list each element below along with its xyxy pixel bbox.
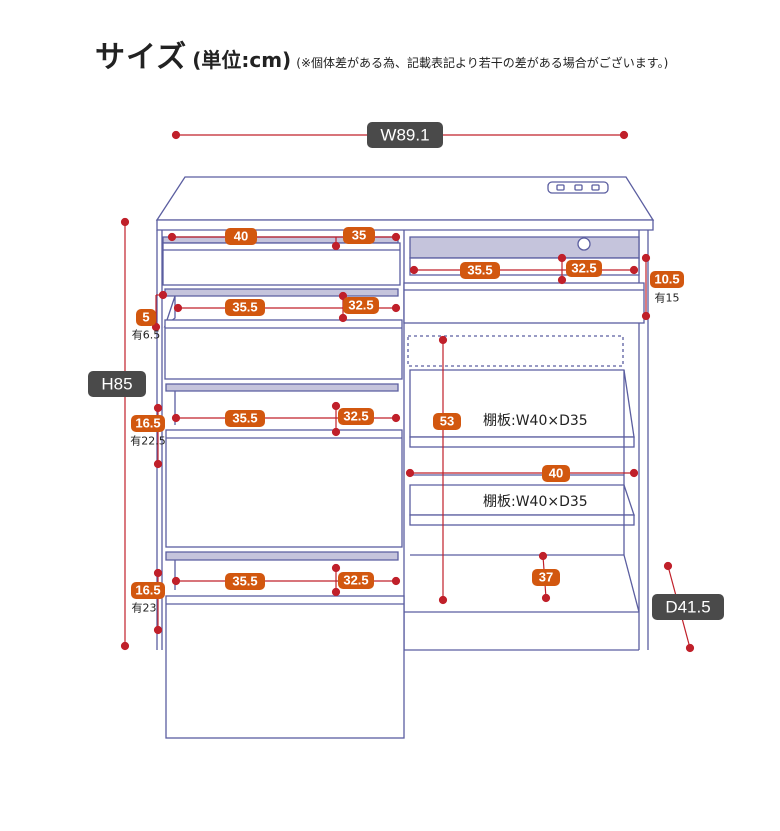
drawer2-depth-label: 32.5 bbox=[348, 298, 373, 313]
orange-dimension-labels: 40 35 35.5 32.5 5 35.5 32.5 16.5 35.5 32… bbox=[131, 227, 684, 599]
drawer3-width-label: 35.5 bbox=[232, 411, 257, 426]
shelf-lower-label: 棚板:W40×D35 bbox=[483, 494, 588, 510]
right-drawer-width-label: 35.5 bbox=[467, 263, 492, 278]
open-space-depth-label: 37 bbox=[539, 570, 553, 585]
drawer2-height-label: 5 bbox=[142, 310, 149, 325]
size-title: サイズ (単位:cm) (※個体差がある為、記載表記より若干の差がある場合がござ… bbox=[95, 32, 668, 76]
shelf-upper-label: 棚板:W40×D35 bbox=[483, 413, 588, 429]
drawer2-width-label: 35.5 bbox=[232, 300, 257, 315]
width-label: W89.1 bbox=[380, 126, 429, 145]
main-dimension-labels: W89.1 H85 D41.5 bbox=[88, 122, 724, 620]
drawer3-height-label: 16.5 bbox=[135, 416, 160, 431]
drawer1-right-width-label: 35 bbox=[352, 228, 366, 243]
drawer4-height-note: 有23 bbox=[132, 601, 157, 615]
height-label: H85 bbox=[101, 375, 132, 394]
open-space-height-label: 53 bbox=[440, 414, 454, 429]
depth-label: D41.5 bbox=[665, 598, 710, 617]
drawer2-height-note: 有6.5 bbox=[132, 328, 161, 342]
cabinet-drawing bbox=[155, 176, 655, 739]
title-note: (※個体差がある為、記載表記より若干の差がある場合がございます。) bbox=[296, 56, 669, 70]
drawer4-width-label: 35.5 bbox=[232, 574, 257, 589]
drawer4-depth-label: 32.5 bbox=[343, 573, 368, 588]
right-drawer-depth-label: 32.5 bbox=[571, 261, 596, 276]
title-main: サイズ bbox=[95, 40, 188, 75]
drawer1-left-width-label: 40 bbox=[234, 229, 248, 244]
drawer4-height-label: 16.5 bbox=[135, 583, 160, 598]
right-drawer-height-note: 有15 bbox=[655, 291, 680, 305]
drawer3-depth-label: 32.5 bbox=[343, 409, 368, 424]
drawer3-height-note: 有22.5 bbox=[130, 434, 166, 448]
right-drawer-height-label: 10.5 bbox=[654, 272, 679, 287]
open-space-width-label: 40 bbox=[549, 466, 563, 481]
title-unit: (単位:cm) bbox=[192, 48, 292, 72]
